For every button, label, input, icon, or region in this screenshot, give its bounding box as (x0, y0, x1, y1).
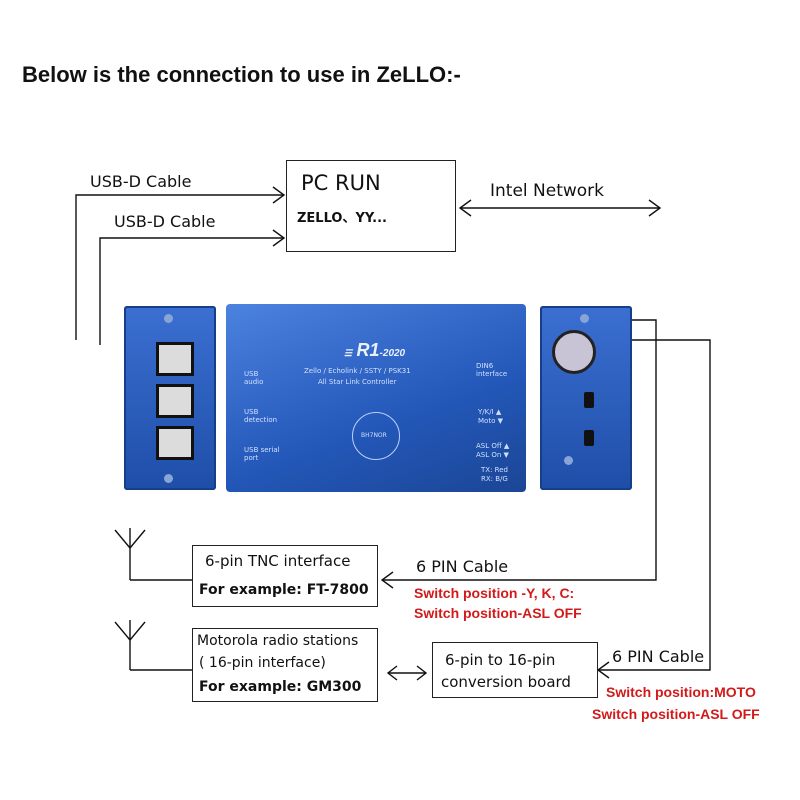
device-left-label-2: USB detection (244, 408, 278, 424)
device-model: ☰ R1-2020 (344, 340, 406, 360)
moto-box-line-3: For example: GM300 (199, 679, 362, 695)
usb-port-icon (156, 384, 194, 418)
switch-icon (584, 392, 594, 408)
device-left-label-3: USB serial port (244, 446, 280, 462)
screw-icon (164, 314, 173, 323)
six-pin-cable-1-label: 6 PIN Cable (416, 557, 509, 576)
pc-run-subtitle: ZELLO、YY... (297, 211, 387, 226)
moto-conv-arrowhead-left (386, 665, 398, 681)
device-body: ☰ R1-2020 Zello / Echolink / SSTY / PSK3… (226, 304, 526, 492)
six-pin-cable-2-label: 6 PIN Cable (612, 647, 705, 666)
conversion-board-box: 6-pin to 16-pin conversion board (432, 642, 598, 698)
six-pin-cable-2-line (598, 339, 711, 671)
device-right-label-5: ASL On ▼ (476, 451, 509, 459)
usb-cable-2-label: USB-D Cable (114, 212, 216, 231)
device-right-plate (540, 306, 632, 490)
usb-cable-1-label: USB-D Cable (90, 172, 192, 191)
six-pin-cable-1-arrowhead (380, 571, 394, 589)
moto-conv-arrowhead-right (416, 665, 428, 681)
screw-icon (564, 456, 573, 465)
tnc-interface-box: 6-pin TNC interface For example: FT-7800 (192, 545, 378, 607)
tnc-switch-note-1: Switch position -Y, K, C: (414, 585, 575, 601)
motorola-radio-box: Motorola radio stations ( 16-pin interfa… (192, 628, 378, 702)
six-pin-cable-2-arrowhead (596, 661, 610, 679)
device-right-label-3: Moto ▼ (478, 417, 503, 425)
tnc-box-line-1: 6-pin TNC interface (205, 552, 351, 570)
conv-box-line-2: conversion board (441, 673, 571, 691)
device-model-year: -2020 (379, 348, 406, 359)
r1-controller-device: ☰ R1-2020 Zello / Echolink / SSTY / PSK3… (124, 304, 632, 492)
screw-icon (164, 474, 173, 483)
antenna-icon-moto (114, 620, 192, 671)
antenna-icon-tnc (114, 528, 192, 581)
moto-switch-note-1: Switch position:MOTO (606, 684, 756, 700)
network-arrowhead-right (648, 199, 662, 217)
moto-box-line-2: ( 16-pin interface) (199, 655, 326, 671)
tnc-box-line-2: For example: FT-7800 (199, 582, 369, 598)
usb-cable-2-arrowhead (272, 229, 286, 247)
device-right-label-1: DIN6 interface (476, 362, 508, 378)
din6-port-icon (552, 330, 596, 374)
switch-icon (584, 430, 594, 446)
device-stamp-seal: BH7NOR (352, 412, 400, 460)
usb-port-icon (156, 342, 194, 376)
usb-cable-2-line (99, 237, 284, 345)
usb-cable-1-line (75, 194, 284, 340)
device-model-name: R1 (356, 340, 380, 360)
network-label: Intel Network (490, 181, 605, 201)
screw-icon (580, 314, 589, 323)
device-subtitle-2: All Star Link Controller (318, 378, 397, 386)
pc-run-box: PC RUN ZELLO、YY... (286, 160, 456, 252)
tnc-switch-note-2: Switch position-ASL OFF (414, 605, 582, 621)
device-right-label-7: RX: B/G (481, 475, 508, 483)
usb-port-icon (156, 426, 194, 460)
page-heading: Below is the connection to use in ZeLLO:… (22, 62, 461, 87)
device-subtitle-1: Zello / Echolink / SSTY / PSK31 (304, 367, 411, 375)
device-right-label-6: TX: Red (481, 466, 508, 474)
pc-run-title: PC RUN (301, 171, 381, 195)
network-arrowhead-left (458, 199, 472, 217)
device-right-label-4: ASL Off ▲ (476, 442, 510, 450)
conv-box-line-1: 6-pin to 16-pin (445, 651, 556, 669)
moto-box-line-1: Motorola radio stations (197, 633, 359, 649)
device-left-label-1: USB audio (244, 370, 264, 386)
device-right-label-2: Y/K/I ▲ (478, 408, 502, 416)
device-left-plate (124, 306, 216, 490)
usb-cable-1-arrowhead (272, 186, 286, 204)
moto-switch-note-2: Switch position-ASL OFF (592, 706, 760, 722)
device-stamp-text: BH7NOR (361, 432, 387, 439)
